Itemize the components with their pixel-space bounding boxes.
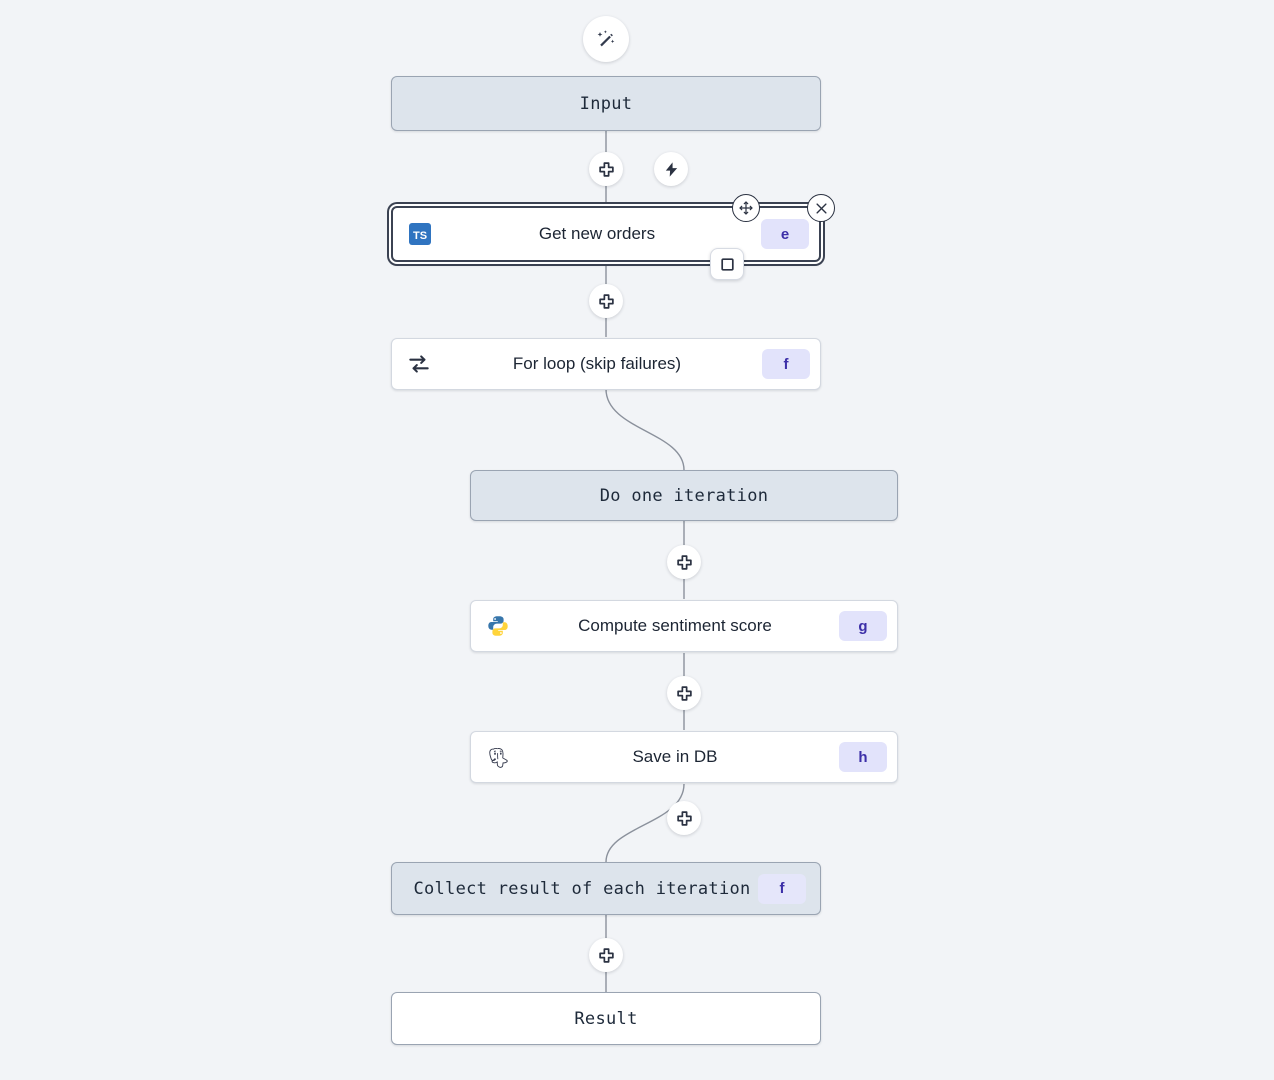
node-do-one-iteration-label: Do one iteration	[599, 485, 769, 506]
node-do-one-iteration[interactable]: Do one iteration	[470, 470, 898, 521]
node-save-in-db-shortcut[interactable]: h	[839, 742, 887, 772]
add-step-button-after-do-one-iteration[interactable]	[667, 545, 701, 579]
add-step-button-after-compute-sentiment-score[interactable]	[667, 676, 701, 710]
plus-icon	[676, 685, 692, 701]
plus-icon	[676, 810, 692, 826]
node-collect-result-label: Collect result of each iteration	[413, 878, 751, 899]
python-icon	[485, 613, 511, 639]
plus-icon	[598, 947, 614, 963]
node-collect-result[interactable]: Collect result of each iteration f	[391, 862, 821, 915]
node-compute-sentiment-score-label: Compute sentiment score	[578, 616, 772, 635]
plus-icon	[598, 161, 614, 177]
move-handle-icon	[739, 201, 753, 215]
plus-icon	[676, 554, 692, 570]
node-get-new-orders-label: Get new orders	[538, 224, 656, 243]
node-for-loop-shortcut[interactable]: f	[762, 349, 810, 379]
postgresql-icon	[485, 744, 511, 770]
loop-icon	[406, 351, 432, 377]
node-input-label: Input	[579, 93, 633, 114]
node-collect-result-shortcut[interactable]: f	[758, 873, 806, 904]
node-result-label: Result	[574, 1008, 638, 1029]
svg-text:TS: TS	[413, 230, 427, 242]
node-for-loop[interactable]: For loop (skip failures) f	[391, 338, 821, 390]
node-save-in-db[interactable]: Save in DB h	[470, 731, 898, 783]
node-input[interactable]: Input	[391, 76, 821, 131]
node-close-button[interactable]	[807, 194, 835, 222]
node-get-new-orders-shortcut[interactable]: e	[761, 219, 809, 249]
add-step-button-after-collect-result[interactable]	[589, 938, 623, 972]
ai-magic-wand-button[interactable]	[583, 16, 629, 62]
typescript-icon: TS	[407, 221, 433, 247]
add-trigger-button[interactable]	[654, 152, 688, 186]
lightning-bolt-icon	[665, 161, 677, 177]
magic-wand-icon	[597, 30, 615, 47]
close-x-icon	[815, 202, 827, 214]
add-step-button-after-get-new-orders[interactable]	[589, 284, 623, 318]
node-compute-sentiment-score[interactable]: Compute sentiment score g	[470, 600, 898, 652]
node-move-handle[interactable]	[732, 194, 760, 222]
node-stop-button[interactable]	[710, 248, 744, 280]
node-compute-sentiment-score-shortcut[interactable]: g	[839, 611, 887, 641]
add-step-button-after-input[interactable]	[589, 152, 623, 186]
node-result[interactable]: Result	[391, 992, 821, 1045]
node-for-loop-label: For loop (skip failures)	[512, 354, 682, 373]
add-step-button-after-save-in-db[interactable]	[667, 801, 701, 835]
node-save-in-db-label: Save in DB	[632, 747, 718, 766]
plus-icon	[598, 293, 614, 309]
square-icon	[720, 257, 734, 271]
